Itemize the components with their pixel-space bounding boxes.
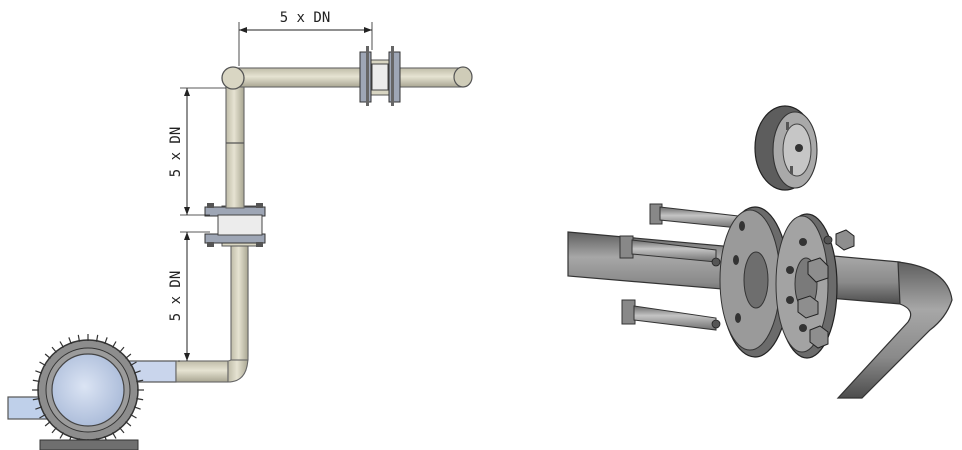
pump-rib bbox=[125, 421, 132, 427]
horizontal-flange bbox=[359, 46, 401, 106]
pump-rib bbox=[133, 406, 141, 410]
dimension-horizontal-label: 5 x DN bbox=[280, 10, 331, 26]
pump-rib bbox=[51, 427, 57, 434]
pump-rib bbox=[133, 370, 141, 374]
render-orifice-disc bbox=[754, 105, 818, 191]
pump-rib bbox=[68, 337, 72, 345]
pump-rib bbox=[32, 379, 40, 383]
pump-casing bbox=[51, 353, 125, 427]
pump-rib bbox=[39, 361, 46, 367]
dimension-horizontal: 5 x DN bbox=[238, 10, 373, 66]
pump-rib bbox=[35, 370, 43, 374]
horizontal-pipe-top bbox=[233, 67, 463, 88]
render-flange-left bbox=[719, 206, 790, 358]
pump-base bbox=[39, 439, 139, 450]
pump-rib bbox=[95, 334, 99, 342]
pump-rib bbox=[35, 406, 43, 410]
top-elbow bbox=[221, 66, 245, 90]
dimension-vertical-upper: 5 x DN bbox=[168, 87, 226, 216]
pipe-open-end bbox=[453, 66, 473, 88]
dimension-vertical-lower: 5 x DN bbox=[168, 231, 210, 362]
render-bolt-middle bbox=[619, 235, 717, 263]
render-bolt-top bbox=[649, 203, 739, 229]
vertical-flange bbox=[204, 203, 266, 247]
pump-rib bbox=[130, 413, 137, 419]
pump-rib bbox=[59, 341, 65, 348]
pump-rib bbox=[111, 341, 117, 348]
pump-rib bbox=[44, 353, 51, 359]
pump-rib bbox=[136, 379, 144, 383]
pump bbox=[32, 334, 144, 450]
render-nuts bbox=[711, 229, 855, 349]
pipe-pump-to-elbow bbox=[175, 360, 229, 383]
render-pipe-elbow bbox=[836, 261, 953, 399]
vertical-pipe-lower bbox=[230, 244, 249, 361]
pump-rib bbox=[111, 432, 117, 439]
dimension-vertical-upper-label: 5 x DN bbox=[168, 127, 184, 178]
pump-rib bbox=[136, 397, 144, 401]
pump-rib bbox=[104, 337, 108, 345]
pump-rib bbox=[59, 432, 65, 439]
pump-rib bbox=[77, 334, 81, 342]
pump-ribs bbox=[32, 334, 144, 446]
pipe-layout-drawing: 5 x DN 5 x DN 5 x DN bbox=[7, 10, 473, 450]
pump-rib bbox=[51, 346, 57, 353]
pump-rib bbox=[125, 353, 132, 359]
render-bolt-bottom bbox=[621, 299, 717, 331]
pump-rib bbox=[119, 427, 125, 434]
flange-exploded-render bbox=[567, 105, 953, 399]
pump-rib bbox=[32, 397, 40, 401]
dimension-vertical-lower-label: 5 x DN bbox=[168, 271, 184, 322]
pump-rib bbox=[130, 361, 137, 367]
pump-rib bbox=[44, 421, 51, 427]
pump-rib bbox=[39, 413, 46, 419]
pump-rib bbox=[119, 346, 125, 353]
